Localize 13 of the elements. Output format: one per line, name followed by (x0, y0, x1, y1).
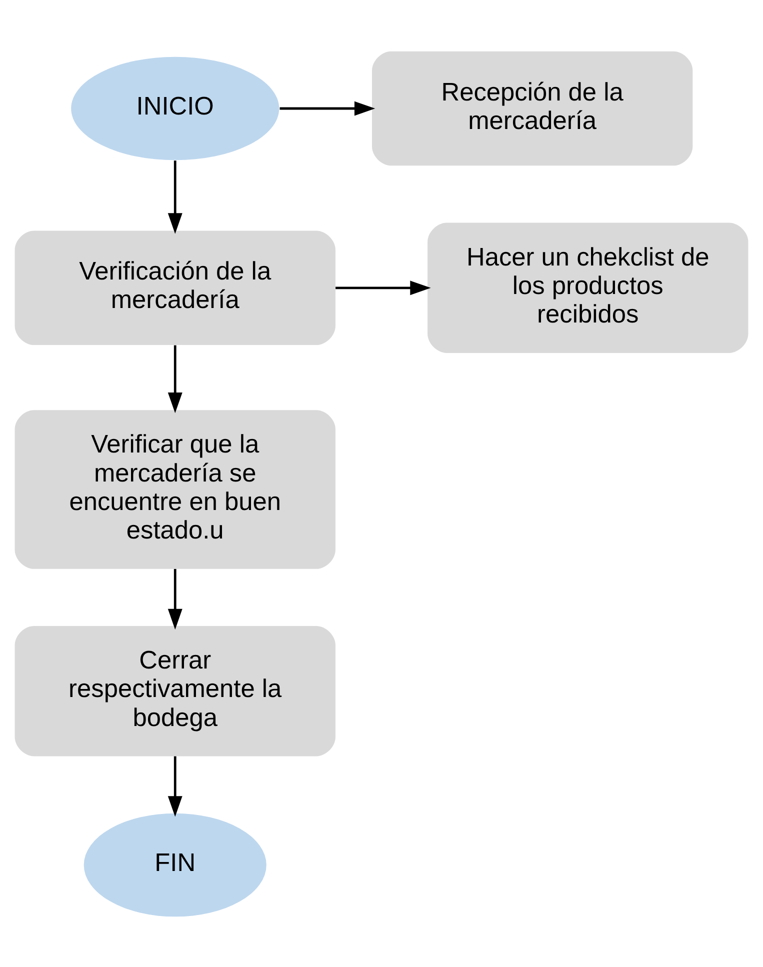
node-box: Cerrar respectivamente la bodega (14, 626, 336, 756)
arrow (168, 756, 182, 816)
node-box: Recepción de la mercadería (372, 50, 693, 166)
node-box: Hacer un chekclist de los productos recibidos (428, 222, 748, 352)
node-ellipse: INICIO (71, 56, 280, 160)
node-box: Verificación de la mercadería (14, 230, 336, 345)
arrow (168, 160, 182, 234)
arrow (168, 568, 182, 630)
arrow (336, 280, 431, 295)
node-box: Verificar que la mercadería se encuentre en buen estado.u (14, 410, 336, 568)
arrow (280, 100, 376, 116)
arrow (168, 344, 182, 413)
node-ellipse: FIN (84, 812, 266, 916)
